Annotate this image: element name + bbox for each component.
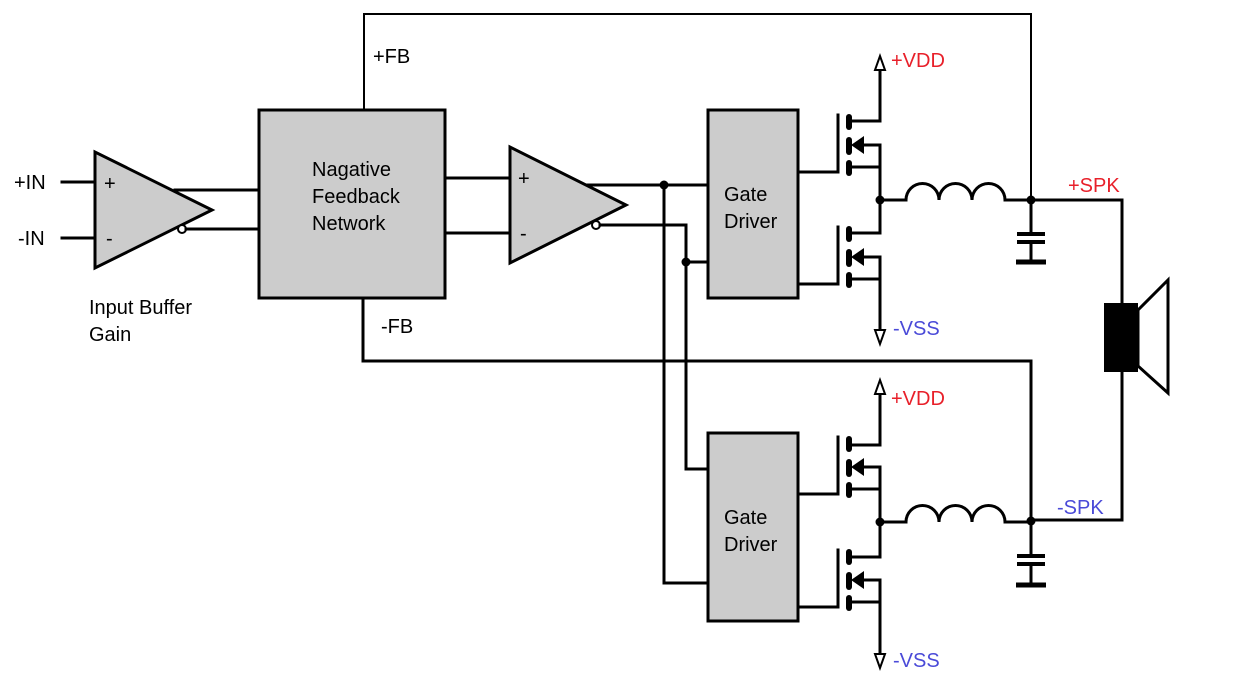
- comparator-neg-out-wire: [598, 223, 710, 471]
- input-buffer-amplifier: [93, 149, 216, 271]
- feedback-network-label-3: Network: [312, 213, 386, 235]
- bottom-half-bridge: +VDD -VSS -SPK: [796, 377, 1104, 672]
- vdd-label-bottom: +VDD: [891, 388, 945, 410]
- vdd-arrow-icon: [873, 377, 887, 395]
- neg-feedback-wire: [361, 296, 1033, 522]
- gate-driver-bottom: [706, 431, 800, 623]
- input-buffer-plus: +: [104, 173, 116, 195]
- gate-driver-bottom-label-1: Gate: [724, 507, 767, 529]
- inductor-bottom-icon: [904, 504, 1007, 524]
- comparator-plus: +: [518, 168, 530, 190]
- gate-driver-bottom-label-2: Driver: [724, 534, 778, 556]
- vss-arrow-icon: [873, 329, 887, 347]
- gate-driver-top: [706, 108, 800, 300]
- high-side-gate: [796, 113, 840, 174]
- capacitor-bottom-icon: [1016, 520, 1046, 588]
- vdd-label-top: +VDD: [891, 50, 945, 72]
- vss-label-top: -VSS: [893, 318, 940, 340]
- high-side-mosfet-icon: [846, 384, 882, 524]
- gate-driver-top-label-1: Gate: [724, 184, 767, 206]
- low-side-mosfet-icon: [846, 520, 882, 662]
- feedback-network-label-1: Nagative: [312, 159, 391, 181]
- speaker-neg-wire: [1029, 368, 1124, 522]
- pos-feedback-label: +FB: [373, 46, 410, 68]
- comparator-minus: -: [520, 223, 527, 245]
- low-side-gate: [796, 225, 840, 286]
- neg-spk-label: -SPK: [1057, 497, 1104, 519]
- vss-arrow-icon: [873, 653, 887, 671]
- input-buffer-label-2: Gain: [89, 324, 131, 346]
- neg-input-label: -IN: [18, 228, 45, 250]
- vdd-arrow-icon: [873, 53, 887, 71]
- feedback-network-block: [257, 108, 447, 300]
- gate-driver-top-label-2: Driver: [724, 211, 778, 233]
- top-half-bridge: +VDD -VSS +SPK: [796, 50, 1124, 347]
- inductor-top-icon: [904, 182, 1007, 202]
- pos-input-label: +IN: [14, 172, 46, 194]
- low-side-gate: [796, 548, 840, 609]
- high-side-gate: [796, 435, 840, 496]
- input-buffer-label-1: Input Buffer: [89, 297, 192, 319]
- feedback-network-label-2: Feedback: [312, 186, 401, 208]
- wire-to-bottom-driver-low: [662, 183, 710, 585]
- comparator-amplifier: [508, 144, 630, 266]
- pos-feedback-wire: [363, 13, 1032, 199]
- high-side-mosfet-icon: [846, 58, 882, 202]
- pos-spk-label: +SPK: [1068, 175, 1120, 197]
- low-side-mosfet-icon: [846, 198, 882, 339]
- speaker-icon: [1104, 276, 1170, 397]
- vss-label-bottom: -VSS: [893, 650, 940, 672]
- input-buffer-minus: -: [106, 228, 113, 250]
- capacitor-top-icon: [1016, 198, 1046, 265]
- neg-feedback-label: -FB: [381, 316, 413, 338]
